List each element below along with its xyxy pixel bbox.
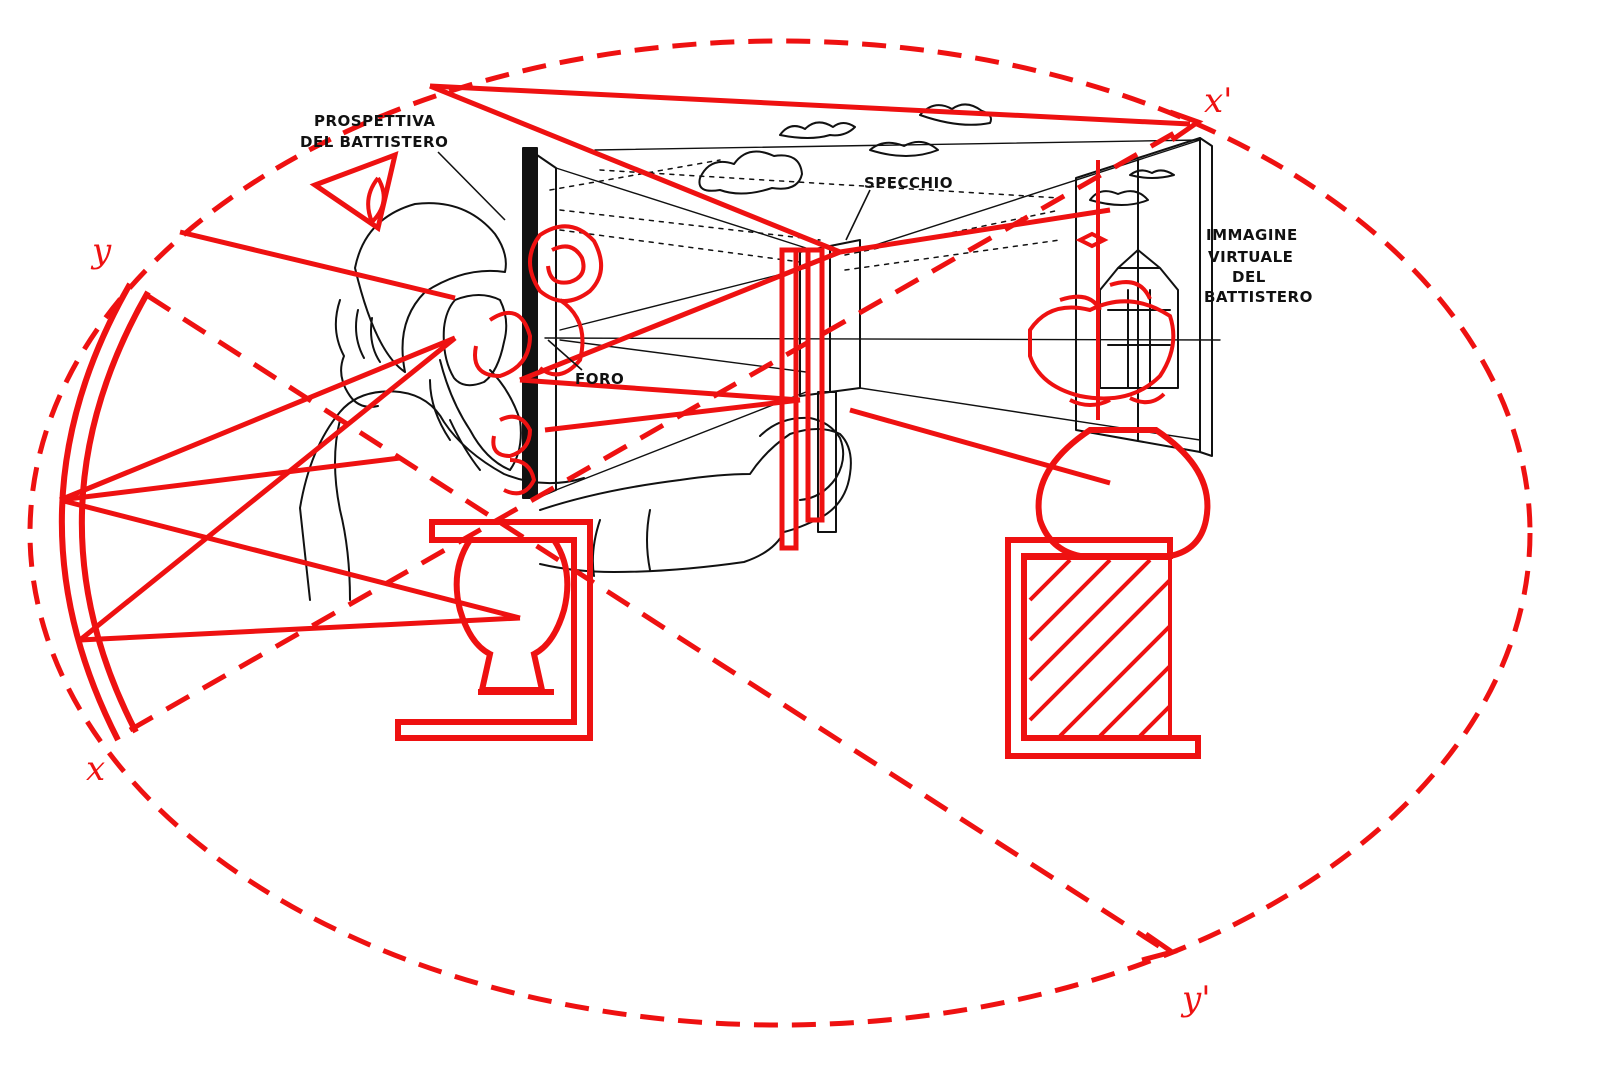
dashed-ellipse (27, 38, 1533, 1028)
eye-triangle (309, 151, 399, 233)
red-scribbles (473, 160, 1176, 496)
cloud-5 (1089, 190, 1149, 206)
var-y-prime: y' (1180, 979, 1211, 1019)
arrow-head-y-prime (1141, 931, 1178, 963)
cloud-3 (698, 150, 803, 195)
label-immagine-4: BATTISTERO (1204, 288, 1313, 306)
man-hood (354, 202, 507, 373)
cloud-6 (1129, 169, 1175, 179)
label-immagine-1: IMMAGINE (1206, 226, 1298, 244)
man-hair (334, 299, 381, 408)
virtual-baptistery (1099, 249, 1179, 389)
leader-lines (437, 151, 871, 371)
cloud-4 (869, 140, 939, 157)
cloud-2 (919, 103, 992, 126)
var-x: x (86, 749, 105, 789)
var-x-prime: x' (1204, 81, 1233, 121)
red-mirror (779, 247, 825, 551)
man-cloak (299, 390, 585, 601)
picture-arc-outer (58, 282, 133, 742)
solid-rays (59, 83, 1191, 643)
label-immagine-2: VIRTUALE (1208, 248, 1293, 266)
label-prospettiva-2: DEL BATTISTERO (300, 133, 448, 151)
man-face (442, 294, 508, 387)
cloud-1 (779, 121, 856, 139)
left-pedestal (395, 519, 593, 741)
red-overlay (27, 38, 1533, 1028)
label-specchio: SPECCHIO (864, 174, 953, 192)
picture-arc-inner (78, 290, 151, 734)
right-pedestal (1005, 427, 1211, 759)
man-hand (759, 416, 845, 501)
label-prospettiva-1: PROSPETTIVA (314, 112, 435, 130)
text-labels: PROSPETTIVA DEL BATTISTERO SPECCHIO FORO… (86, 81, 1313, 1019)
var-y: y (90, 231, 112, 271)
man-beard (429, 359, 522, 471)
arrow-head-x-prime (1169, 109, 1204, 143)
mirror-handle (817, 391, 837, 533)
panel-edge (536, 154, 557, 499)
label-foro: FORO (575, 370, 624, 388)
man-arm (539, 428, 852, 573)
sight-rays-dotted (549, 159, 1061, 271)
label-immagine-3: DEL (1232, 268, 1266, 286)
